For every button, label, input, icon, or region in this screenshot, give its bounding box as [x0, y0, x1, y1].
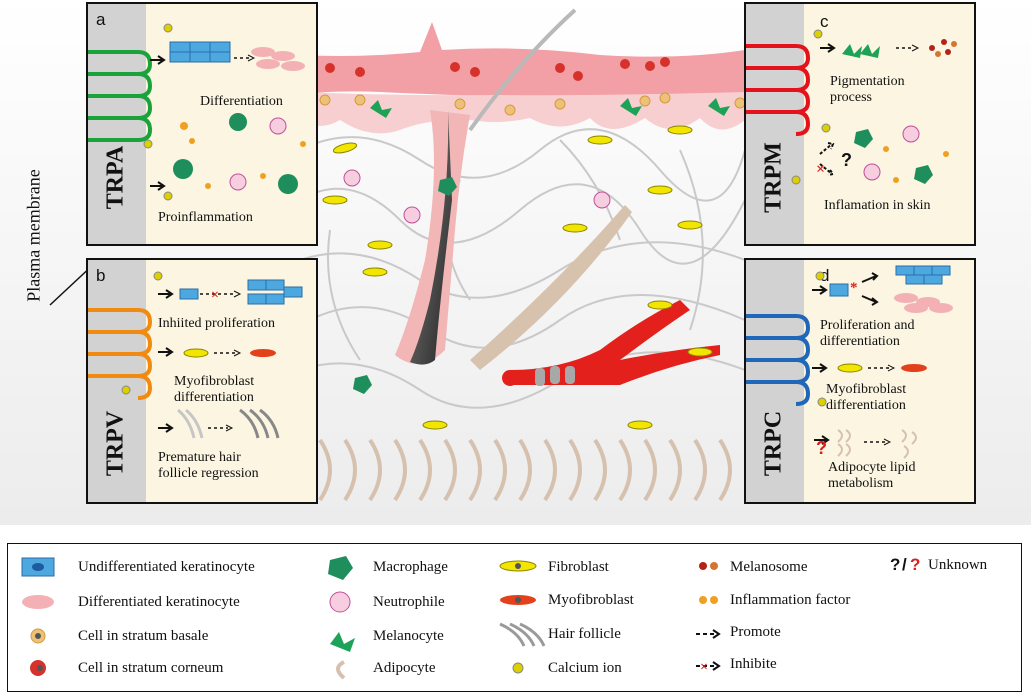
svg-text:×: × [816, 161, 825, 178]
legend-label: Undifferentiated keratinocyte [78, 559, 255, 575]
melanocyte-icon [330, 632, 355, 652]
legend: × Undifferentiated keratinocyte Differen… [7, 543, 1022, 692]
panel-text: Inhiited proliferation [158, 316, 276, 331]
legend-label: Inhibite [730, 656, 777, 672]
legend-label: Neutrophile [373, 594, 445, 610]
panel-text: process [830, 90, 872, 105]
panel-text: differentiation [174, 390, 254, 405]
neutrophiles [343, 169, 611, 224]
legend-label: Melanosome [730, 559, 808, 575]
blood-vessel [510, 300, 720, 385]
basal-cells [319, 92, 746, 116]
adipocyte-layer [318, 438, 732, 502]
unknown-black-mark: ? [890, 555, 901, 574]
panel-letter: d [820, 266, 830, 285]
panel-text: Differentiation [200, 94, 283, 109]
unknown-sep: / [902, 555, 907, 574]
neutrophile-icon [329, 591, 351, 613]
legend-label: Macrophage [373, 559, 448, 575]
unknown-mark: ? [841, 150, 852, 170]
panel-text: differentiation [826, 398, 906, 413]
legend-label: Cell in stratum basale [78, 628, 209, 644]
svg-text:*: * [850, 280, 858, 296]
macrophages [353, 177, 457, 394]
panel-text: Adipocyte lipid [828, 460, 916, 475]
melanocytes [370, 98, 730, 118]
legend-label: Inflammation factor [730, 592, 851, 608]
panel-text: Premature hair [158, 450, 241, 465]
legend-label: Myofibroblast [548, 592, 634, 608]
inhibit-arrow-icon: × [696, 660, 721, 675]
panel-a: a TRPA Differentiation Proinflammation [86, 2, 318, 246]
panel-text: Proinflammation [158, 210, 253, 225]
legend-label: Hair follicle [548, 626, 621, 642]
legend-label: Unknown [928, 557, 988, 573]
macrophage-icon [328, 556, 353, 580]
panel-letter: a [96, 10, 106, 29]
trp-channel-icon [88, 308, 153, 400]
panel-text: Inflamation in skin [824, 198, 931, 213]
legend-label: Promote [730, 624, 781, 640]
panel-letter: c [820, 12, 829, 31]
panel-letter: b [96, 266, 106, 285]
panel-d: d TRPC * ? Proliferation and differentia… [744, 258, 976, 504]
unknown-red-mark: ? [910, 555, 921, 574]
panel-text: metabolism [828, 476, 894, 491]
svg-text:×: × [700, 660, 708, 675]
calcium-ion-icon [512, 662, 524, 674]
panel-text: differentiation [820, 334, 900, 349]
legend-label: Differentiated keratinocyte [78, 594, 240, 610]
panel-c: c TRPM × ? Pigmentation process Inflamat… [744, 2, 976, 246]
corneum-cells [325, 57, 670, 81]
diff-keratinocyte-icon [251, 47, 305, 71]
dermal-fibers [299, 128, 746, 409]
inflammation-factor-icon [699, 596, 707, 604]
diff-keratinocyte-icon [22, 595, 54, 609]
adipocyte-icon [336, 660, 346, 680]
trp-channel-icon [746, 44, 811, 136]
trp-channel-icon [88, 72, 153, 142]
fibroblasts [322, 125, 713, 430]
panel-b: b TRPV × Inhiited proliferation Myofibro… [86, 258, 318, 504]
arrector-muscle [470, 205, 632, 370]
legend-label: Adipocyte [373, 660, 436, 676]
stratum-corneum [300, 22, 745, 98]
promote-arrow-icon [696, 629, 721, 639]
legend-label: Fibroblast [548, 559, 609, 575]
melanosome-icon [699, 562, 707, 570]
hair-follicle [395, 110, 470, 364]
epidermis [300, 92, 745, 134]
legend-label: Cell in stratum corneum [78, 660, 224, 676]
panel-text: Myofibroblast [174, 374, 255, 389]
hair-follicle-icon [499, 622, 546, 647]
panel-text: follicle regression [158, 466, 259, 481]
panel-text: Myofibroblast [826, 382, 907, 397]
trp-channel-icon [746, 314, 811, 406]
legend-label: Calcium ion [548, 660, 622, 676]
panel-text: Proliferation and [820, 318, 915, 333]
svg-text:×: × [211, 288, 219, 303]
panel-text: Pigmentation [830, 74, 905, 89]
legend-label: Melanocyte [373, 628, 444, 644]
undiff-keratinocyte-icon [169, 41, 231, 63]
unknown-mark: ? [816, 438, 827, 458]
